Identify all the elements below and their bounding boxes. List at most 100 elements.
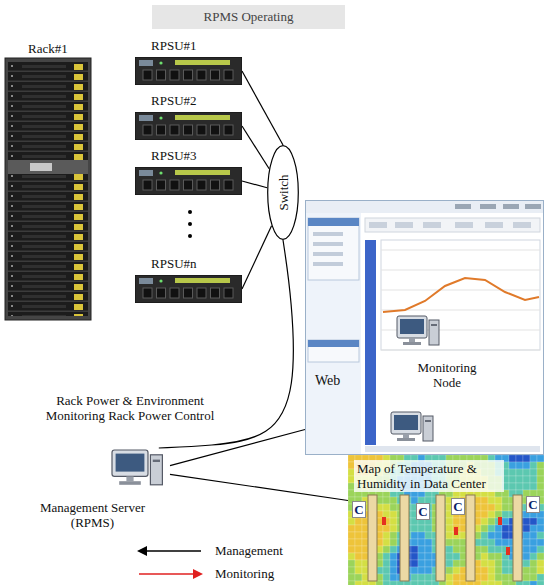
outlet: [184, 125, 193, 135]
tool: [455, 222, 473, 228]
map-cell: [502, 567, 509, 574]
map-cell: [516, 455, 523, 462]
map-cell: [481, 525, 488, 532]
map-cell: [481, 511, 488, 518]
hot-spot: [454, 527, 458, 535]
map-cell: [516, 581, 523, 585]
map-cell: [537, 469, 544, 476]
map-cell: [383, 581, 390, 585]
outlet: [211, 70, 220, 80]
hot-spot: [506, 547, 510, 555]
map-cell: [523, 539, 530, 546]
side-panel: [308, 340, 359, 362]
drive: [431, 324, 437, 326]
node-label: Web: [315, 372, 359, 389]
map-cell: [446, 518, 453, 525]
map-cell: [495, 525, 502, 532]
legend-text: Management: [215, 543, 283, 558]
node-label: RPSU#n: [151, 256, 231, 271]
map-cell: [516, 469, 523, 476]
map-cell: [509, 469, 516, 476]
map-cell: [383, 525, 390, 532]
network-switch: Switch: [267, 145, 299, 240]
map-cell: [404, 581, 411, 585]
map-cell: [537, 455, 544, 462]
map-cell: [495, 539, 502, 546]
map-cell: [488, 511, 495, 518]
map-cell: [355, 518, 362, 525]
rack-display: [30, 163, 52, 171]
menu-bar: [306, 201, 543, 213]
map-cell: [488, 497, 495, 504]
map-cell: [495, 518, 502, 525]
map-cell: [509, 581, 516, 585]
base: [397, 438, 415, 441]
legend-head: [193, 569, 203, 579]
map-cell: [537, 518, 544, 525]
computer-icon: [112, 450, 162, 485]
chassis: [135, 112, 242, 140]
map-cell: [390, 553, 397, 560]
map-cell: [425, 546, 432, 553]
chassis: [135, 167, 242, 195]
map-cell: [481, 574, 488, 581]
map-cell: [474, 581, 481, 585]
heat-map: Map of Temperature & Humidity in Data Ce…: [348, 455, 544, 585]
map-cell: [383, 504, 390, 511]
outlet: [211, 125, 220, 135]
web-drawing: [305, 200, 544, 455]
map-cell: [495, 532, 502, 539]
map-cell: [481, 581, 488, 585]
tool: [395, 222, 413, 228]
map-cell: [348, 532, 355, 539]
name-plate: [139, 60, 153, 66]
menu-item: [525, 204, 541, 209]
map-cell: [383, 553, 390, 560]
tool: [513, 222, 531, 228]
map-cell: [530, 532, 537, 539]
map-cell: [411, 532, 418, 539]
map-cell: [509, 476, 516, 483]
value-bar: [365, 240, 376, 445]
map-cell: [390, 497, 397, 504]
map-cell: [348, 525, 355, 532]
map-cell: [460, 581, 467, 585]
map-cell: [530, 518, 537, 525]
map-cell: [453, 539, 460, 546]
switch-label: Switch: [276, 145, 291, 240]
map-cell: [397, 581, 404, 585]
map-cell: [418, 553, 425, 560]
outlet: [197, 125, 206, 135]
map-cell: [516, 462, 523, 469]
tool: [423, 222, 441, 228]
map-cell: [348, 546, 355, 553]
map-cell: [467, 581, 474, 585]
map-cell: [537, 539, 544, 546]
map-cell: [488, 553, 495, 560]
map-cell: [446, 567, 453, 574]
map-cell: [523, 525, 530, 532]
map-cell: [446, 546, 453, 553]
connector: [170, 474, 348, 500]
map-cell: [355, 560, 362, 567]
map-cell: [390, 581, 397, 585]
hot-spot: [382, 517, 386, 525]
power-unit-drawing: [135, 57, 242, 85]
map-cell: [348, 518, 355, 525]
map-cell: [488, 525, 495, 532]
map-cell: [530, 567, 537, 574]
map-cell: [537, 532, 544, 539]
map-cell: [523, 581, 530, 585]
base: [403, 342, 421, 345]
map-cell: [481, 532, 488, 539]
map-cell: [453, 567, 460, 574]
menu-item: [455, 204, 471, 209]
map-cell: [523, 469, 530, 476]
map-cell: [481, 497, 488, 504]
map-cell: [537, 546, 544, 553]
chart-area: [381, 240, 540, 350]
outlet: [157, 288, 166, 298]
grid-line: [381, 350, 540, 351]
map-cell: [348, 560, 355, 567]
map-cell: [453, 553, 460, 560]
